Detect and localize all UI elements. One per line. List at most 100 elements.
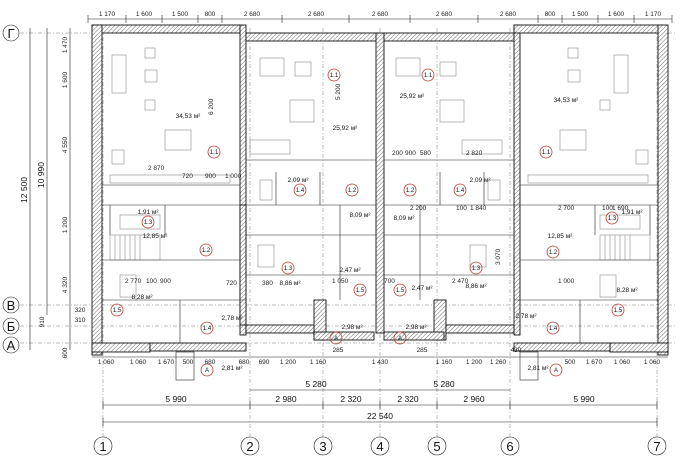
room-marker <box>345 183 359 197</box>
svg-text:2 960: 2 960 <box>463 394 485 404</box>
svg-text:1 200: 1 200 <box>280 359 297 366</box>
furniture <box>109 47 649 298</box>
svg-text:2 820: 2 820 <box>466 150 483 157</box>
svg-text:1.4: 1.4 <box>296 188 305 194</box>
room-area: 8,09 м² <box>349 212 371 219</box>
svg-text:10 990: 10 990 <box>36 162 46 188</box>
room-marker <box>549 363 563 377</box>
svg-text:1 600: 1 600 <box>608 11 625 18</box>
room-marker <box>281 261 295 275</box>
room-marker <box>293 183 307 197</box>
room-marker <box>546 321 560 335</box>
room-marker <box>200 363 214 377</box>
svg-text:3 070: 3 070 <box>495 248 502 265</box>
svg-text:285: 285 <box>417 347 428 354</box>
axis-row-v: В <box>7 298 16 313</box>
svg-text:1 060: 1 060 <box>130 359 147 366</box>
svg-text:5 990: 5 990 <box>573 394 595 404</box>
svg-text:690: 690 <box>259 359 270 366</box>
room-area: 8,86 м² <box>465 283 487 290</box>
svg-text:2 680: 2 680 <box>500 11 517 18</box>
room-marker <box>611 303 625 317</box>
svg-text:310: 310 <box>75 317 86 324</box>
room-area: 1,91 м² <box>137 209 159 216</box>
svg-text:720: 720 <box>182 173 193 180</box>
room-area: 25,92 м² <box>400 93 426 100</box>
axis-row-a: А <box>7 338 16 353</box>
svg-text:1 060: 1 060 <box>98 359 115 366</box>
svg-text:2 680: 2 680 <box>372 11 389 18</box>
svg-text:1 690: 1 690 <box>612 205 629 212</box>
svg-text:200: 200 <box>392 150 403 157</box>
total-width-label: 22 540 <box>367 411 393 421</box>
svg-text:285: 285 <box>333 347 344 354</box>
svg-text:1.5: 1.5 <box>356 288 365 294</box>
building-walls <box>91 24 669 356</box>
room-area: 2,78 м² <box>221 315 243 322</box>
svg-text:910: 910 <box>39 316 46 327</box>
svg-text:1.5: 1.5 <box>614 308 623 314</box>
svg-text:1 170: 1 170 <box>99 11 116 18</box>
svg-text:1.2: 1.2 <box>406 188 415 194</box>
room-marker <box>546 245 560 259</box>
svg-text:430: 430 <box>511 347 522 354</box>
svg-text:1.4: 1.4 <box>549 326 558 332</box>
inner-dimensions: 2 870 720 900 1 000 6 200 5 200 200 900 … <box>125 83 629 287</box>
bottom-dimension-row-1: 1 060 1 060 1 670 500 680 680 690 1 200 … <box>92 347 668 366</box>
svg-text:1 160: 1 160 <box>436 359 453 366</box>
svg-text:1 500: 1 500 <box>172 11 189 18</box>
axis-row-b: Б <box>7 319 16 334</box>
room-area: 8,09 м² <box>393 215 415 222</box>
room-marker <box>141 215 155 229</box>
svg-text:2 200: 2 200 <box>410 205 427 212</box>
svg-text:5 200: 5 200 <box>335 83 342 100</box>
column-axis-markers: 1 2 3 4 5 6 7 <box>93 436 667 456</box>
svg-text:1 200: 1 200 <box>62 216 69 233</box>
room-marker <box>329 331 343 345</box>
svg-text:1 430: 1 430 <box>372 359 389 366</box>
svg-text:2 980: 2 980 <box>275 394 297 404</box>
svg-text:1.3: 1.3 <box>608 216 617 222</box>
svg-text:5 990: 5 990 <box>165 394 187 404</box>
svg-text:А: А <box>398 336 402 342</box>
svg-text:100: 100 <box>456 205 467 212</box>
svg-text:1.1: 1.1 <box>424 73 433 79</box>
svg-text:2 320: 2 320 <box>340 394 362 404</box>
svg-text:5 280: 5 280 <box>305 379 327 389</box>
room-area: 2,78 м² <box>515 313 537 320</box>
svg-text:1 470: 1 470 <box>62 36 69 53</box>
svg-text:1 600: 1 600 <box>62 71 69 88</box>
svg-text:1.2: 1.2 <box>549 250 558 256</box>
svg-text:1.5: 1.5 <box>113 308 122 314</box>
svg-text:100: 100 <box>602 205 613 212</box>
room-area: 12,85 м² <box>143 233 169 240</box>
svg-text:1.1: 1.1 <box>330 73 339 79</box>
svg-text:1.2: 1.2 <box>348 188 357 194</box>
svg-text:5: 5 <box>433 439 440 454</box>
svg-text:1.2: 1.2 <box>202 248 211 254</box>
svg-text:580: 580 <box>420 150 431 157</box>
svg-text:1 600: 1 600 <box>136 11 153 18</box>
svg-text:700: 700 <box>384 278 395 285</box>
room-marker <box>539 145 553 159</box>
svg-text:1.1: 1.1 <box>210 150 219 156</box>
svg-text:800: 800 <box>205 11 216 18</box>
bottom-dimension-row-3: 5 990 2 980 2 320 2 320 2 960 5 990 <box>102 394 658 409</box>
porches <box>175 351 539 381</box>
room-area: 1,91 м² <box>621 209 643 216</box>
svg-text:1.5: 1.5 <box>396 288 405 294</box>
svg-text:1 060: 1 060 <box>644 359 661 366</box>
svg-text:1: 1 <box>99 439 106 454</box>
svg-text:680: 680 <box>205 359 216 366</box>
svg-text:А: А <box>334 336 338 342</box>
svg-text:1 260: 1 260 <box>490 359 507 366</box>
room-marker <box>403 183 417 197</box>
svg-text:2 870: 2 870 <box>148 165 165 172</box>
room-marker <box>605 211 619 225</box>
svg-text:4 320: 4 320 <box>62 276 69 293</box>
svg-text:600: 600 <box>62 347 69 358</box>
svg-text:900: 900 <box>405 150 416 157</box>
staircases <box>109 234 651 261</box>
svg-text:2 470: 2 470 <box>452 278 469 285</box>
left-dimension-lines: 12 500 10 990 1 470 1 600 4 550 1 200 4 … <box>19 28 86 358</box>
